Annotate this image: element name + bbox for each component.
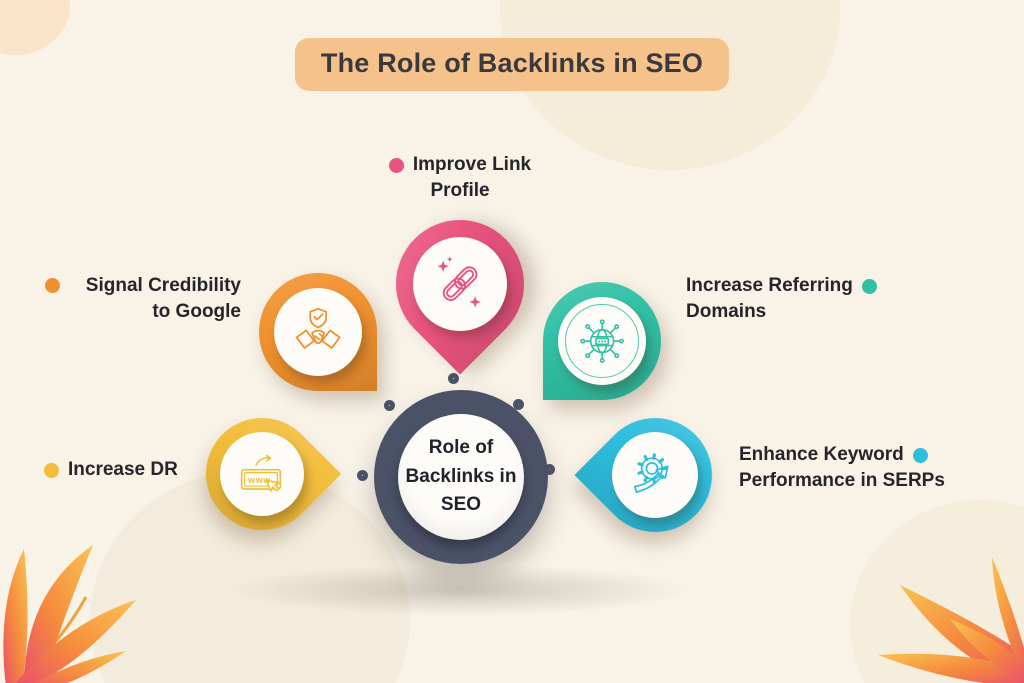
label-text: Increase DR: [68, 459, 178, 480]
satellite-increase-dr: www...: [182, 394, 342, 554]
label-text: Profile: [430, 180, 490, 202]
ground-shadow: [210, 562, 710, 618]
hub-node-left: [357, 470, 368, 481]
bullet-dot: [45, 278, 60, 293]
satellite-enhance-keyword-performance: [574, 394, 736, 556]
label-improve-link-profile: Improve Link Profile: [355, 152, 565, 204]
satellite-increase-referring-domains: [543, 282, 661, 400]
hub-node-right: [544, 464, 555, 475]
bullet-dot: [912, 447, 928, 463]
bullet-dot: [861, 278, 877, 294]
background-corner-blob: [0, 0, 70, 55]
bullet-dot: [44, 462, 59, 478]
hub-label-line: Role of: [428, 437, 494, 459]
label-enhance-keyword-performance: Enhance Keyword Performance in SERPs: [739, 442, 971, 494]
hub-node-top: [448, 373, 459, 384]
label-text: Increase Referring: [686, 275, 853, 296]
page-title: The Role of Backlinks in SEO: [294, 38, 730, 91]
label-increase-referring-domains: Increase Referring Domains: [686, 273, 906, 325]
hub-label-line: Backlinks in: [405, 465, 517, 487]
www-cursor-icon: www...: [220, 432, 304, 516]
satellite-signal-credibility: [259, 273, 377, 391]
center-hub: Role of Backlinks in SEO: [357, 373, 555, 564]
label-increase-dr: Increase DR: [44, 457, 178, 483]
svg-text:www...: www...: [247, 475, 281, 485]
label-text: Domains: [686, 301, 767, 323]
inner-accent-ring: [565, 304, 639, 378]
globe-network-icon: [558, 297, 646, 385]
gear-growth-arrow-icon: [612, 432, 698, 518]
handshake-shield-icon: [274, 288, 362, 376]
bullet-dot: [388, 157, 404, 173]
satellite-improve-link-profile: [369, 193, 551, 375]
label-text: Performance in SERPs: [739, 470, 945, 492]
hub-label-line: SEO: [440, 494, 482, 516]
label-text: Improve Link: [412, 154, 532, 175]
chain-link-icon: [413, 237, 507, 331]
hub-node-upper-left: [384, 400, 395, 411]
background-blob: [850, 500, 1024, 683]
label-text: Enhance Keyword: [739, 444, 904, 465]
hub-node-upper-right: [513, 399, 524, 410]
hub-label: Role of Backlinks in SEO: [398, 414, 524, 540]
